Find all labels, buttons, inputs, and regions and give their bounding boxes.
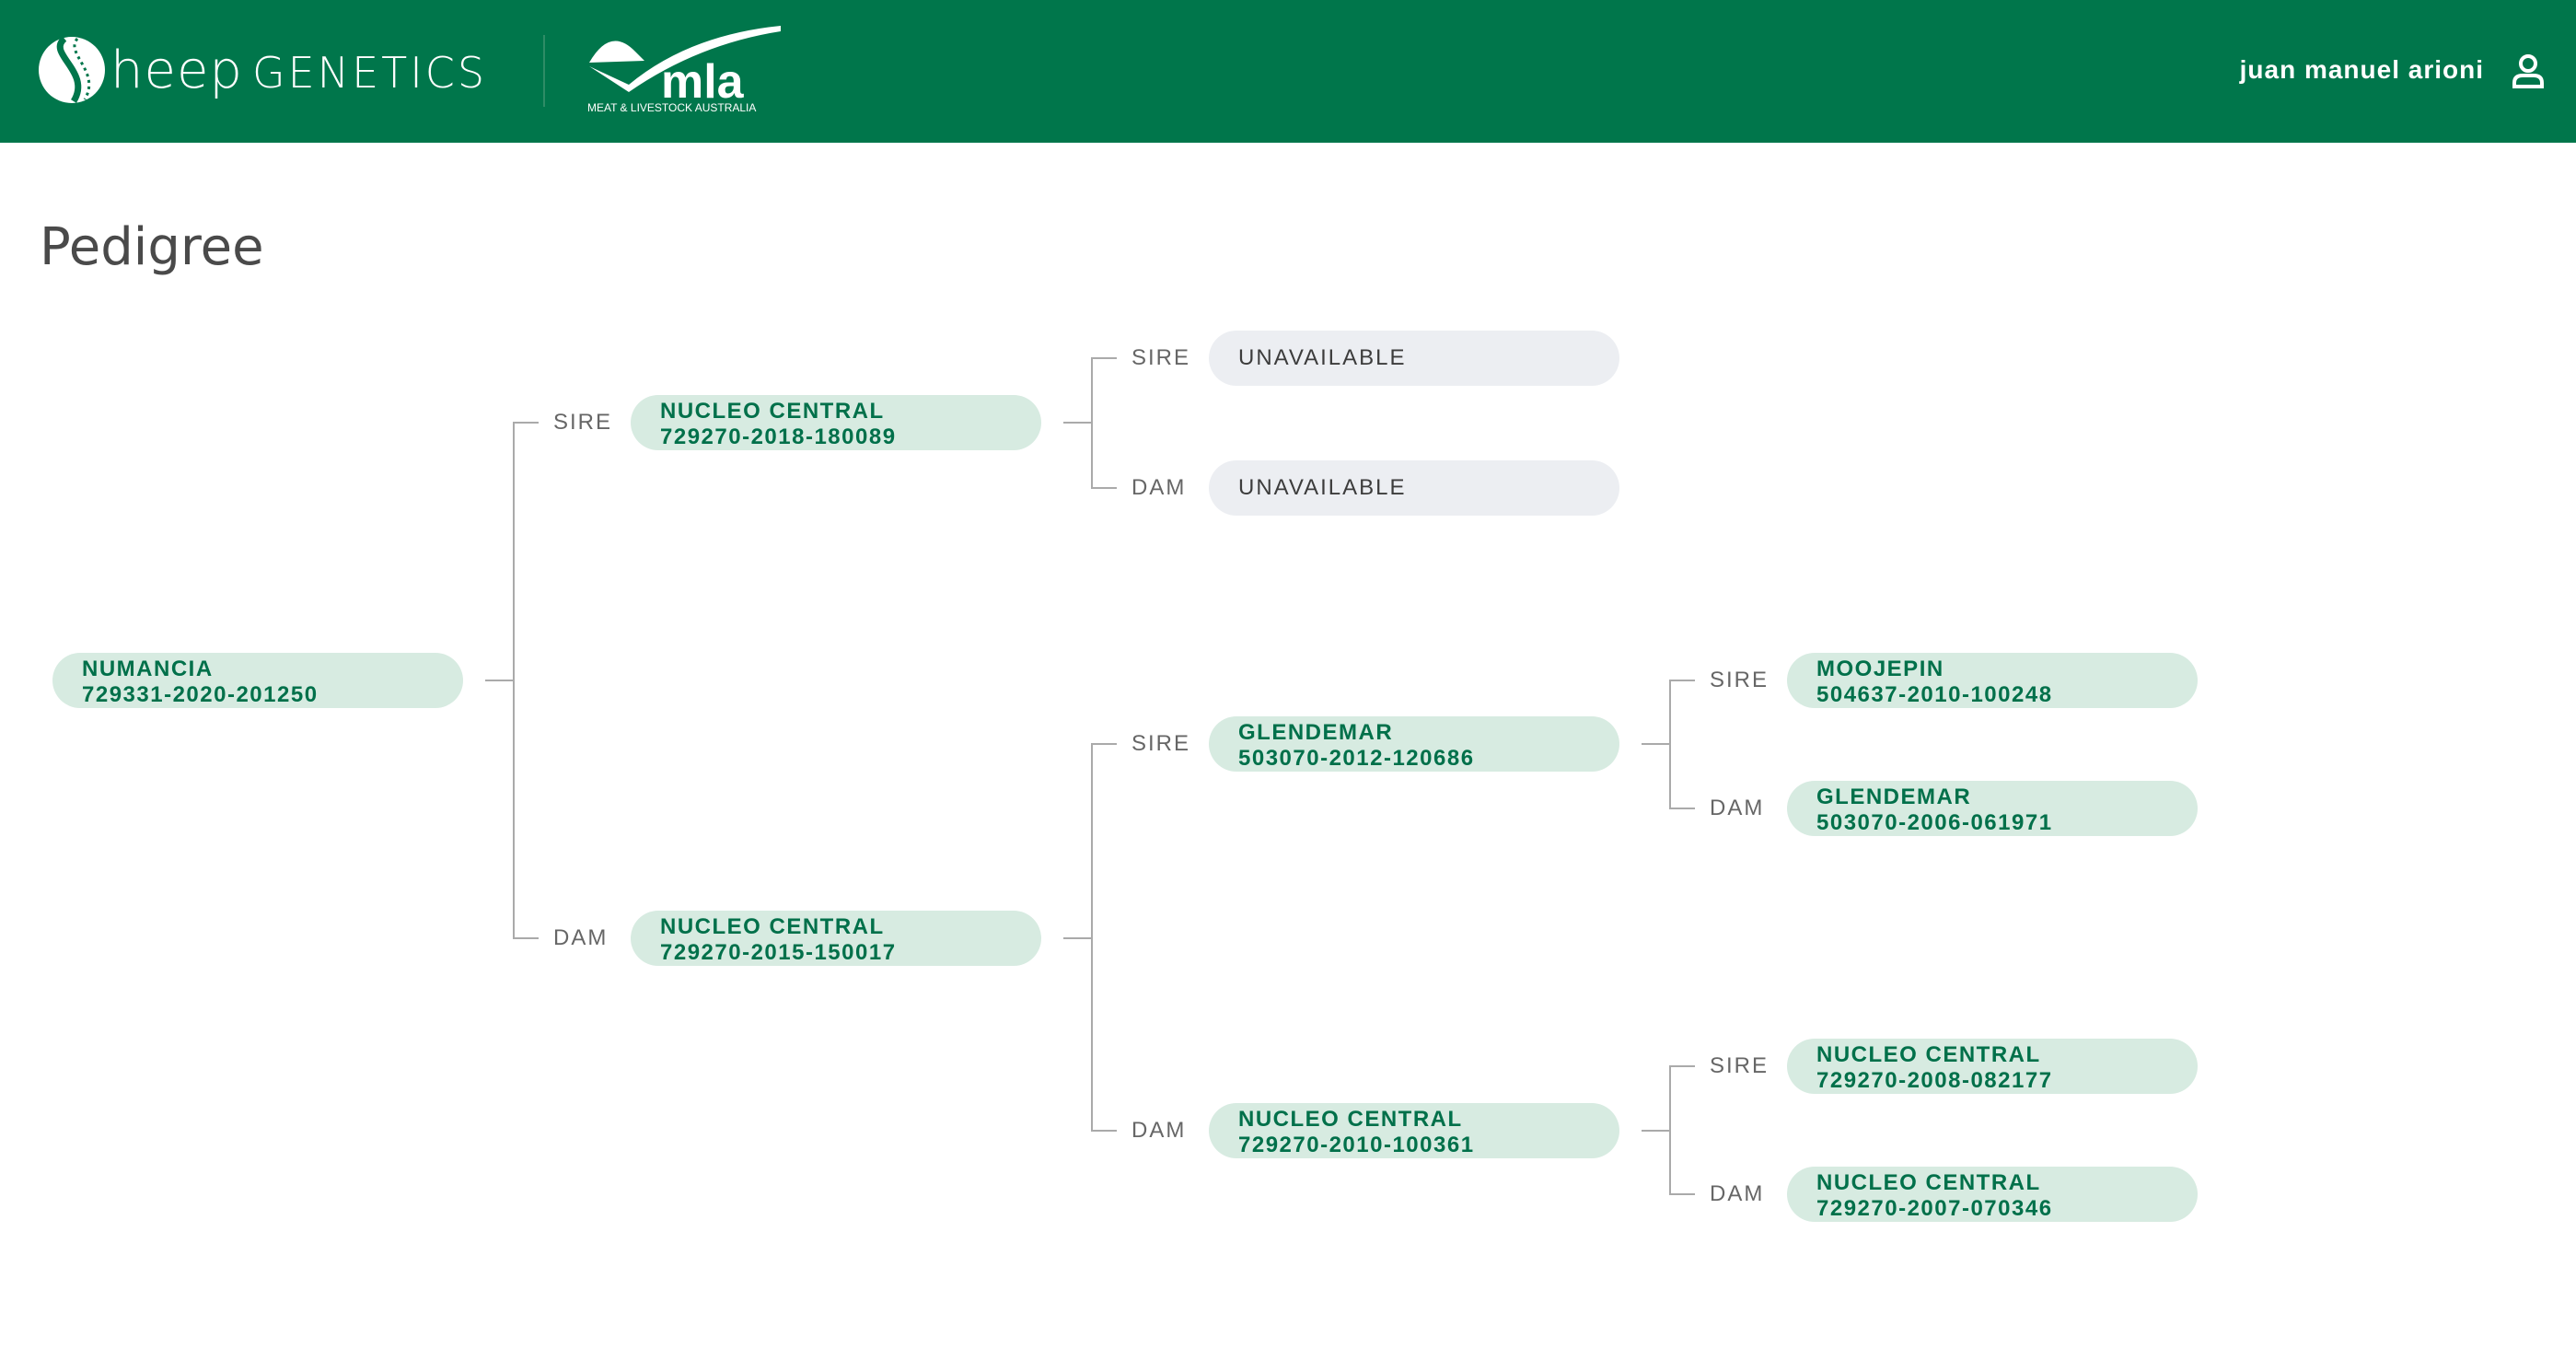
user-icon[interactable] — [2512, 53, 2545, 88]
brand-caps-text: GENETICS — [251, 47, 488, 98]
dam-label: DAM — [1710, 1181, 1765, 1206]
page-title: Pedigree — [40, 217, 264, 277]
animal-id: 729270-2015-150017 — [660, 940, 897, 965]
dam-label: DAM — [1131, 1118, 1187, 1143]
sheep-dna-logo-icon — [39, 36, 105, 103]
connector-line — [1063, 937, 1091, 939]
connector-line — [485, 680, 513, 681]
animal-id: 503070-2006-061971 — [1816, 810, 2053, 835]
header-divider — [543, 35, 545, 107]
connector-line — [1642, 1130, 1669, 1132]
connector-line — [513, 937, 539, 939]
dam-label: DAM — [553, 925, 609, 950]
animal-name: GLENDEMAR — [1816, 784, 1972, 809]
svg-text:mla: mla — [661, 55, 745, 99]
dam-label: DAM — [1131, 475, 1187, 500]
animal-name: UNAVAILABLE — [1238, 475, 1407, 500]
connector-line — [1091, 357, 1117, 359]
animal-name: GLENDEMAR — [1238, 720, 1394, 745]
animal-node-ss[interactable]: UNAVAILABLE — [1209, 331, 1619, 386]
connector-line — [1669, 1065, 1671, 1195]
brand-text: heep — [110, 40, 243, 100]
animal-id: 729270-2010-100361 — [1238, 1133, 1475, 1157]
connector-line — [1091, 743, 1117, 745]
animal-id: 504637-2010-100248 — [1816, 682, 2053, 707]
animal-name: NUMANCIA — [82, 657, 214, 681]
connector-line — [1669, 680, 1695, 681]
mla-checkmark-icon: mla — [589, 26, 781, 109]
animal-name: NUCLEO CENTRAL — [660, 914, 885, 939]
dam-label: DAM — [1710, 796, 1765, 820]
connector-line — [1669, 1065, 1695, 1067]
animal-name: NUCLEO CENTRAL — [1816, 1170, 2041, 1195]
animal-name: MOOJEPIN — [1816, 657, 1944, 681]
connector-line — [513, 422, 539, 424]
connector-line — [1091, 743, 1093, 1132]
connector-line — [1091, 487, 1117, 489]
sire-label: SIRE — [1710, 668, 1770, 692]
animal-name: NUCLEO CENTRAL — [1816, 1042, 2041, 1067]
mla-tagline: MEAT & LIVESTOCK AUSTRALIA — [587, 101, 757, 114]
connector-line — [1669, 1193, 1695, 1195]
connector-line — [1091, 357, 1093, 489]
connector-line — [1669, 808, 1695, 809]
connector-line — [1063, 422, 1091, 424]
connector-line — [513, 422, 515, 939]
mla-logo[interactable]: mla MEAT & LIVESTOCK AUSTRALIA — [587, 26, 783, 118]
sire-label: SIRE — [1710, 1053, 1770, 1078]
connector-line — [1669, 680, 1671, 809]
animal-name: NUCLEO CENTRAL — [1238, 1107, 1463, 1132]
sire-label: SIRE — [553, 410, 613, 435]
animal-id: 729270-2018-180089 — [660, 424, 897, 449]
animal-id: 729270-2007-070346 — [1816, 1196, 2053, 1221]
animal-node-sd[interactable]: UNAVAILABLE — [1209, 460, 1619, 516]
animal-name: NUCLEO CENTRAL — [660, 399, 885, 424]
animal-id: 729270-2008-082177 — [1816, 1068, 2053, 1093]
animal-id: 503070-2012-120686 — [1238, 746, 1475, 771]
animal-id: 729331-2020-201250 — [82, 682, 319, 707]
animal-name: UNAVAILABLE — [1238, 345, 1407, 370]
sire-label: SIRE — [1131, 345, 1191, 370]
sire-label: SIRE — [1131, 731, 1191, 756]
username-link[interactable]: juan manuel arioni — [2239, 55, 2484, 84]
connector-line — [1091, 1130, 1117, 1132]
connector-line — [1642, 743, 1669, 745]
